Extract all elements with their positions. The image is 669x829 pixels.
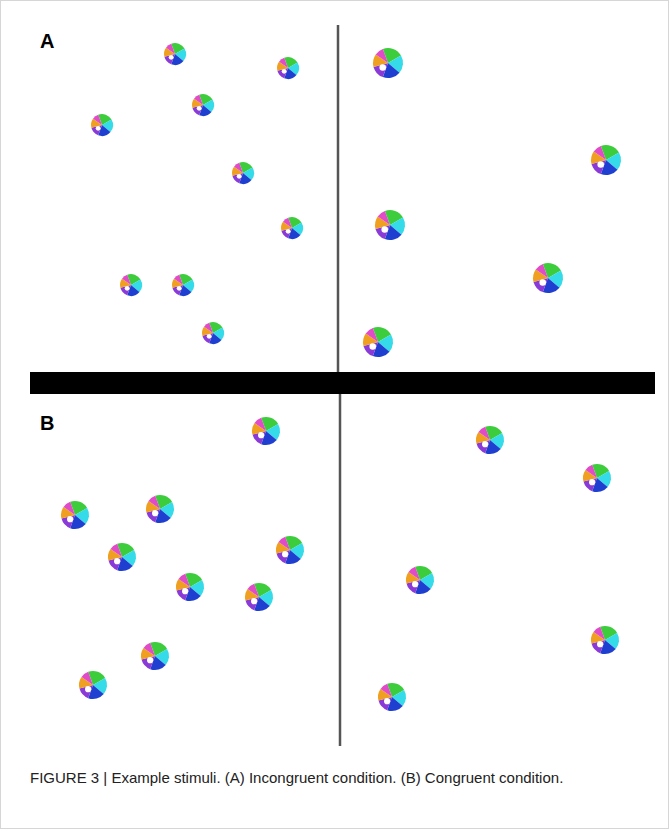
stimulus-dot	[252, 417, 280, 445]
stimulus-dot	[277, 57, 299, 79]
stimulus-dot	[245, 583, 273, 611]
stimulus-dot	[146, 495, 174, 523]
stimulus-dot	[176, 573, 204, 601]
dot-wedge	[381, 684, 392, 697]
dot-highlight	[369, 343, 376, 350]
dot-highlight	[125, 286, 130, 291]
dot-highlight	[539, 279, 546, 286]
stimulus-dot	[591, 145, 621, 175]
dot-highlight	[177, 286, 182, 291]
dot-highlight	[282, 551, 288, 557]
dot-wedge	[586, 465, 597, 478]
dot-wedge	[149, 496, 160, 509]
panel-separator	[30, 372, 655, 394]
dot-highlight	[381, 226, 388, 233]
dot-highlight	[412, 581, 418, 587]
dot-wedge	[366, 328, 378, 342]
dot-wedge	[594, 146, 606, 160]
dot-highlight	[282, 69, 287, 74]
stimulus-dot	[591, 626, 619, 654]
dot-highlight	[482, 441, 488, 447]
dot-wedge	[194, 95, 203, 105]
panel-label: B	[40, 412, 54, 435]
dot-highlight	[152, 510, 158, 516]
stimulus-dot	[583, 464, 611, 492]
dot-highlight	[182, 588, 188, 594]
dot-wedge	[179, 574, 190, 587]
dot-wedge	[64, 502, 75, 515]
stimulus-dot	[363, 327, 393, 357]
dot-highlight	[251, 598, 257, 604]
stimulus-dot	[533, 263, 563, 293]
stimulus-dot	[406, 566, 434, 594]
dot-wedge	[234, 163, 243, 173]
dot-highlight	[169, 55, 174, 60]
divider-line	[337, 25, 340, 372]
dot-wedge	[93, 115, 102, 125]
stimulus-dot	[164, 43, 186, 65]
dot-wedge	[204, 323, 213, 333]
stimulus-dot	[202, 322, 224, 344]
stimulus-dot	[120, 274, 142, 296]
dot-highlight	[207, 334, 212, 339]
dot-wedge	[111, 544, 122, 557]
stimulus-dot	[281, 217, 303, 239]
dot-highlight	[85, 686, 91, 692]
dot-highlight	[197, 106, 202, 111]
panel-label: A	[40, 30, 54, 53]
figure-caption: FIGURE 3 | Example stimuli. (A) Incongru…	[30, 768, 640, 788]
dot-wedge	[283, 218, 292, 228]
dot-highlight	[147, 657, 153, 663]
dot-wedge	[248, 584, 259, 597]
dot-wedge	[536, 264, 548, 278]
dot-wedge	[594, 627, 605, 640]
stimulus-dot	[232, 162, 254, 184]
dot-wedge	[122, 275, 131, 285]
dot-wedge	[378, 211, 390, 225]
stimulus-dot	[373, 48, 403, 78]
dot-highlight	[114, 558, 120, 564]
dot-highlight	[379, 64, 386, 71]
dot-highlight	[286, 229, 291, 234]
dot-wedge	[409, 567, 420, 580]
dot-wedge	[144, 643, 155, 656]
dot-wedge	[255, 418, 266, 431]
dot-highlight	[597, 161, 604, 168]
stimulus-dot	[192, 94, 214, 116]
stimulus-dot	[378, 683, 406, 711]
stimulus-dot	[79, 671, 107, 699]
dot-highlight	[258, 432, 264, 438]
dot-wedge	[279, 58, 288, 68]
stimulus-dot	[276, 536, 304, 564]
stimulus-dot	[375, 210, 405, 240]
dot-highlight	[237, 174, 242, 179]
dot-highlight	[96, 126, 101, 131]
stimulus-dot	[61, 501, 89, 529]
dot-wedge	[82, 672, 93, 685]
dot-highlight	[589, 479, 595, 485]
dot-highlight	[67, 516, 73, 522]
dot-wedge	[376, 49, 388, 63]
divider-line	[339, 394, 342, 746]
dot-group	[61, 43, 621, 711]
stimulus-dot	[91, 114, 113, 136]
dot-wedge	[479, 427, 490, 440]
dot-wedge	[174, 275, 183, 285]
dot-highlight	[597, 641, 603, 647]
dot-wedge	[279, 537, 290, 550]
dot-wedge	[166, 44, 175, 54]
stimulus-dot	[108, 543, 136, 571]
stimulus-dot	[172, 274, 194, 296]
stimulus-dot	[476, 426, 504, 454]
dot-highlight	[384, 698, 390, 704]
stimulus-dot	[141, 642, 169, 670]
